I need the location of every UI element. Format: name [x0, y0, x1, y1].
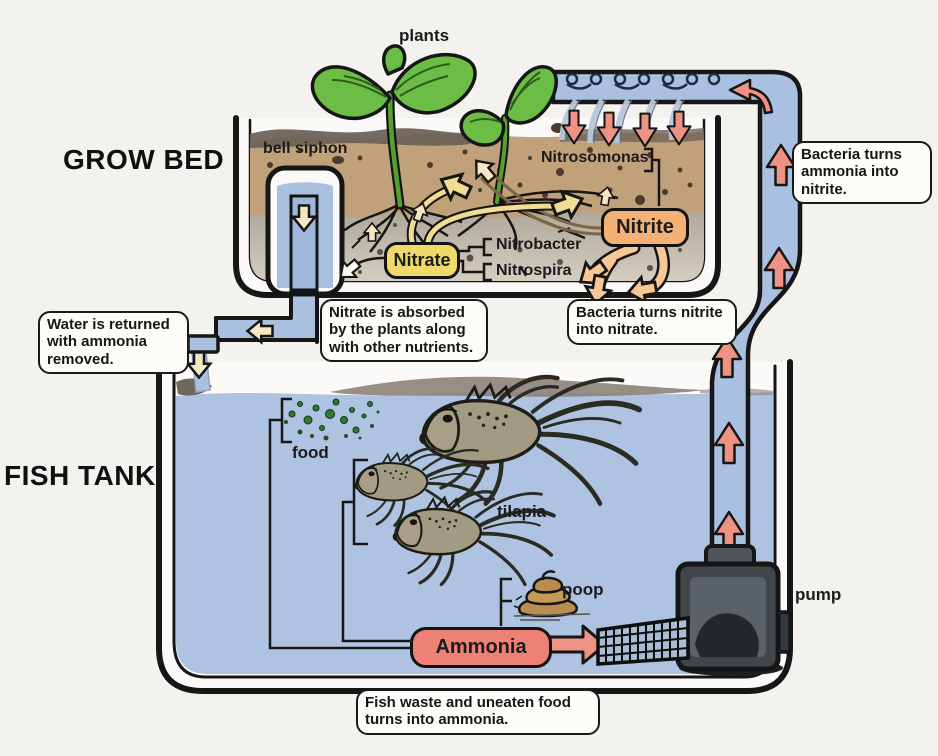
bell-siphon-graphic: [265, 165, 345, 297]
callout-bacteria-ammonia: Bacteria turns ammonia into nitrite.: [792, 141, 932, 204]
nutrient-arrows: [333, 152, 682, 308]
drain-pipe-graphic: [186, 290, 319, 393]
label-pump: pump: [795, 585, 842, 604]
label-food: food: [292, 443, 329, 462]
corner-arrow: [728, 78, 774, 115]
label-nitrobacter: Nitrobacter: [496, 236, 582, 253]
callout-fish-waste: Fish waste and uneaten food turns into a…: [356, 689, 600, 735]
nitrite-node: Nitrite: [601, 208, 689, 247]
label-nitrospira: Nitrospira: [496, 262, 572, 279]
leaves: [310, 44, 558, 147]
grow-bed-title: GROW BED: [63, 144, 225, 175]
label-poop: poop: [562, 580, 604, 599]
food-dots: [284, 398, 380, 441]
label-nitrosomonas: Nitrosomonas: [541, 149, 649, 166]
ammonia-flow-arrow: [548, 624, 607, 665]
callout-bacteria-nitrite: Bacteria turns nitrite into nitrate.: [567, 299, 737, 345]
sprinkler-loops: [565, 72, 721, 90]
plants-graphic: [310, 44, 641, 277]
callout-nitrate-absorbed: Nitrate is absorbed by the plants along …: [320, 299, 488, 362]
fish-bracket: [341, 458, 410, 643]
flow-arrows: [548, 78, 797, 665]
bacteria-brackets: [482, 237, 492, 282]
poop-graphic: [513, 570, 591, 621]
food-bracket: [268, 397, 410, 650]
ammonia-node: Ammonia: [410, 627, 552, 668]
label-tilapia: tilapia: [497, 502, 547, 521]
label-plants: plants: [399, 26, 450, 45]
poop-bracket: [499, 577, 512, 626]
nitrate-node: Nitrate: [384, 242, 460, 279]
label-bell-siphon: bell siphon: [263, 140, 348, 157]
pump-graphic: [675, 544, 792, 676]
intake-mesh: [596, 616, 690, 666]
callout-water-returned: Water is returned with ammonia removed.: [38, 311, 189, 374]
nitrosomonas-connector: [644, 147, 661, 206]
leaf-veins: [331, 63, 541, 123]
fish-tank-title: FISH TANK: [4, 460, 156, 491]
nitrite-arrows: [571, 240, 670, 308]
